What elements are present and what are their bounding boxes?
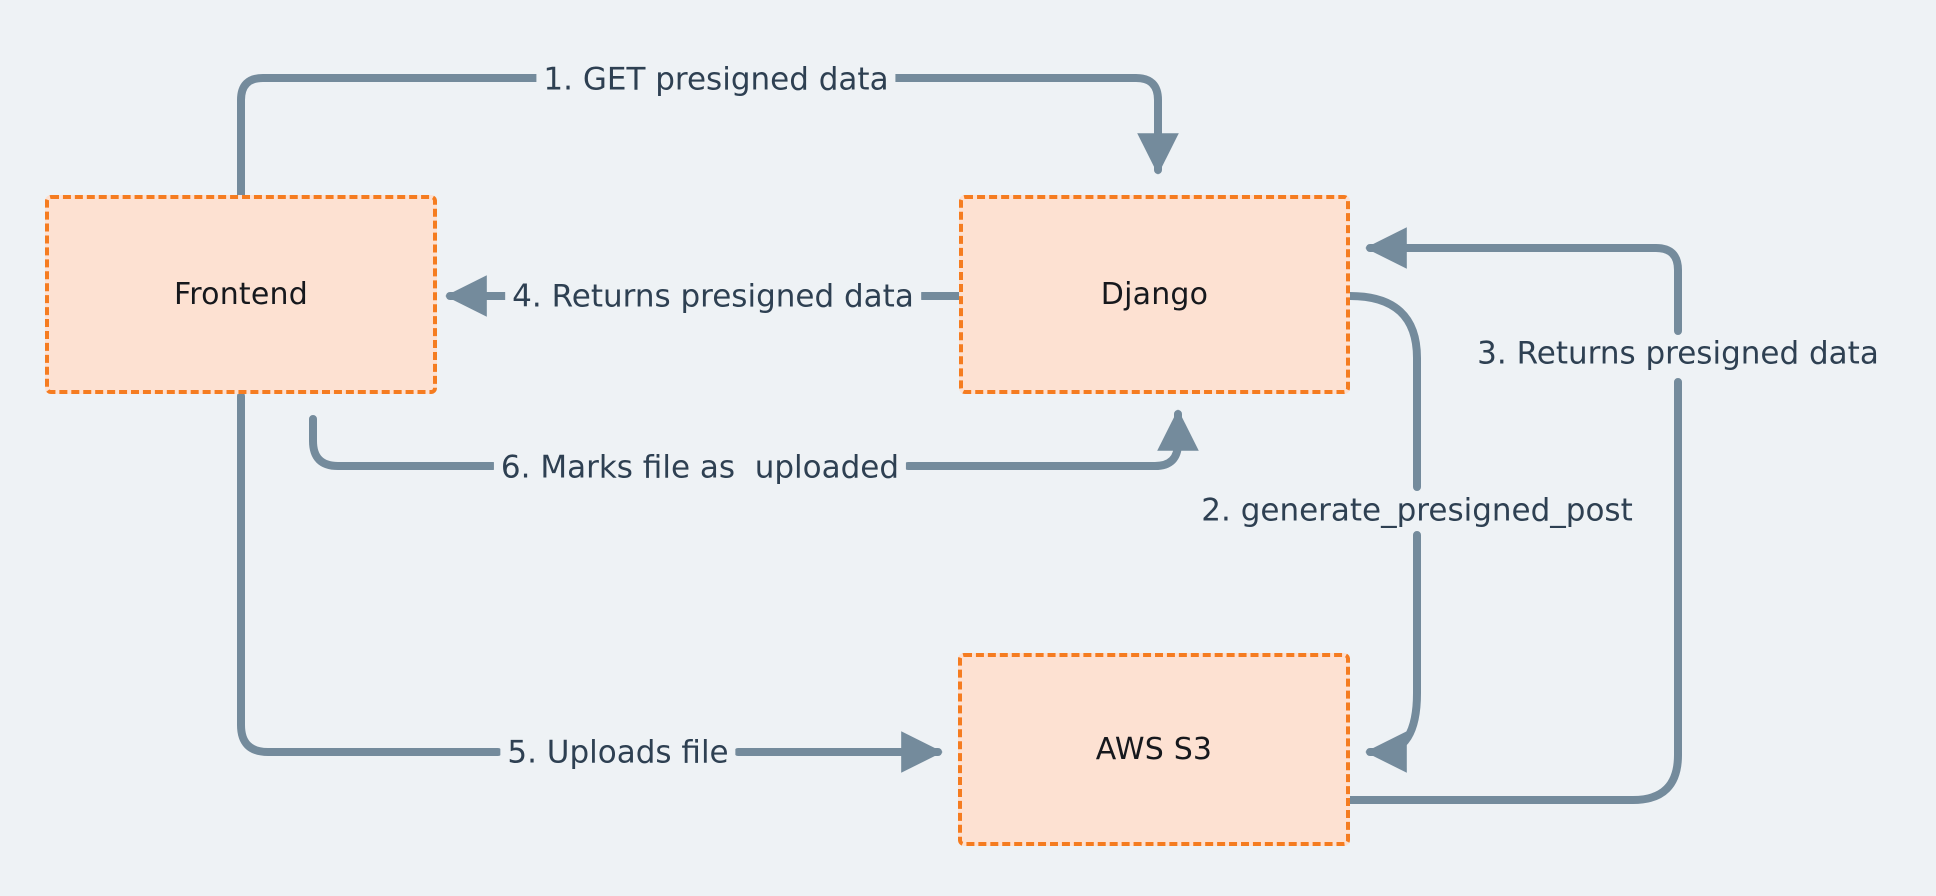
node-frontend[interactable]: Frontend bbox=[45, 195, 437, 394]
connector-2-bottom bbox=[1365, 531, 1421, 773]
connector-3-bottom bbox=[1346, 378, 1682, 804]
connector-3-top bbox=[1365, 227, 1682, 335]
node-django-label: Django bbox=[1100, 277, 1209, 312]
connector-5-left bbox=[237, 392, 502, 756]
node-aws-s3-label: AWS S3 bbox=[1095, 732, 1213, 767]
connector-2-top bbox=[1346, 292, 1421, 491]
edge-label-3: 3. Returns presigned data bbox=[1470, 338, 1886, 370]
edge-label-4: 4. Returns presigned data bbox=[505, 281, 921, 313]
connector-1-right bbox=[882, 74, 1179, 175]
edge-label-6: 6. Marks file as uploaded bbox=[493, 452, 907, 484]
node-django[interactable]: Django bbox=[959, 195, 1350, 394]
edge-label-1: 1. GET presigned data bbox=[536, 64, 896, 96]
node-frontend-label: Frontend bbox=[174, 277, 308, 312]
node-aws-s3[interactable]: AWS S3 bbox=[958, 653, 1350, 846]
edge-label-5: 5. Uploads file bbox=[500, 737, 736, 769]
connector-1-left bbox=[237, 74, 547, 199]
connector-6-right bbox=[904, 409, 1199, 470]
edge-label-2: 2. generate_presigned_post bbox=[1194, 495, 1640, 527]
connector-6-left bbox=[309, 415, 497, 470]
